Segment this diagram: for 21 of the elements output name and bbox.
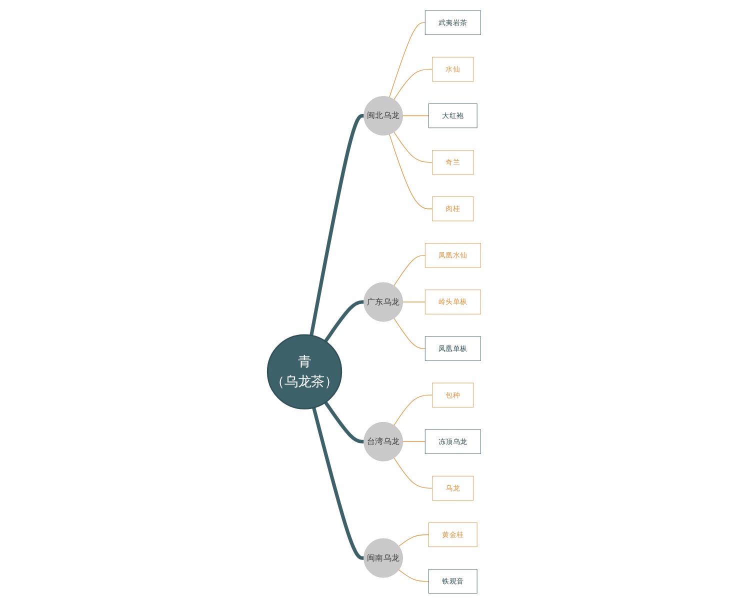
connector [398, 534, 430, 547]
node-circle: 广东乌龙 [364, 282, 404, 322]
node-circle: 闽北乌龙 [364, 96, 404, 136]
connector [324, 300, 364, 342]
connector [394, 318, 426, 349]
connector [402, 115, 430, 116]
connector [398, 569, 430, 582]
node-circle: 台湾乌龙 [364, 422, 404, 462]
connector [389, 134, 434, 210]
connector [310, 114, 364, 336]
connector [394, 255, 426, 286]
connector [402, 441, 426, 442]
connector [324, 401, 364, 444]
node-circle: 闽南乌龙 [364, 538, 404, 578]
connector [394, 132, 434, 163]
node-circle: 青 （乌龙茶） [267, 334, 342, 410]
connector [394, 68, 434, 100]
connector [312, 407, 364, 560]
connector [394, 458, 434, 489]
connector [389, 22, 426, 98]
connector [394, 394, 434, 426]
